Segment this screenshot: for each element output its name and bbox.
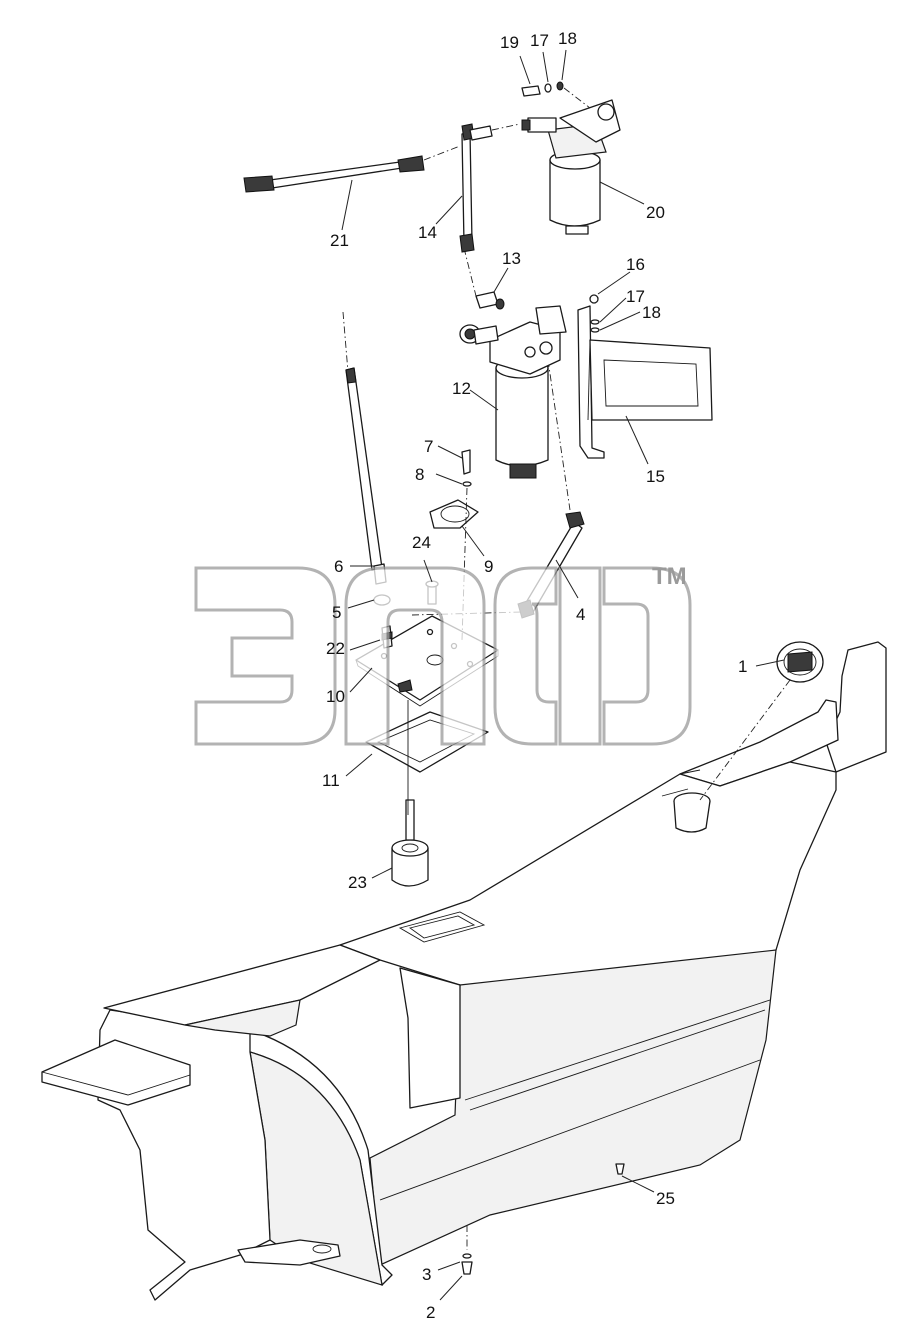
callout-15: 15: [646, 467, 665, 486]
fuel-hose-vertical: [459, 123, 521, 253]
primary-fuel-filter: [459, 305, 567, 479]
callout-20: 20: [646, 203, 665, 222]
gasket-ring: [429, 499, 479, 529]
callout-10: 10: [326, 687, 345, 706]
callout-18-bracket: 18: [642, 303, 661, 322]
callout-17-bracket: 17: [626, 287, 645, 306]
callout-21: 21: [330, 231, 349, 250]
callout-6: 6: [334, 557, 343, 576]
callout-12: 12: [452, 379, 471, 398]
callout-7: 7: [424, 437, 433, 456]
callout-19: 19: [500, 33, 519, 52]
callout-1: 1: [738, 657, 747, 676]
callout-11: 11: [322, 771, 340, 790]
callout-24: 24: [412, 533, 431, 552]
callout-2: 2: [426, 1303, 435, 1322]
plug-25: [615, 1163, 625, 1175]
filter-bolt-set: [521, 81, 591, 109]
callout-18-top: 18: [558, 29, 577, 48]
banjo-fitting: [463, 247, 505, 310]
callout-4: 4: [576, 605, 585, 624]
callout-labels: 1 2 3 4 5 6 7 8 9 10 11 12 13 14 15 16 1…: [322, 29, 747, 1322]
trademark-symbol: TM: [652, 563, 687, 590]
fuel-tank: [41, 641, 887, 1301]
callout-13: 13: [502, 249, 521, 268]
callout-22: 22: [326, 639, 345, 658]
drain-plug: [461, 1225, 473, 1275]
secondary-fuel-filter: [521, 99, 621, 235]
callout-5: 5: [332, 603, 341, 622]
fuel-hose-horizontal: [243, 145, 461, 193]
filter-mount-bracket: [577, 294, 713, 459]
callout-25: 25: [656, 1189, 675, 1208]
callout-3: 3: [422, 1265, 431, 1284]
callout-8: 8: [415, 465, 424, 484]
callout-17-top: 17: [530, 31, 549, 50]
callout-9: 9: [484, 557, 493, 576]
sender-float: [391, 799, 429, 887]
callout-23: 23: [348, 873, 367, 892]
callout-14: 14: [418, 223, 437, 242]
callout-16: 16: [626, 255, 645, 274]
leader-lines: [341, 49, 785, 1301]
watermark-logo: TM: [194, 563, 692, 746]
